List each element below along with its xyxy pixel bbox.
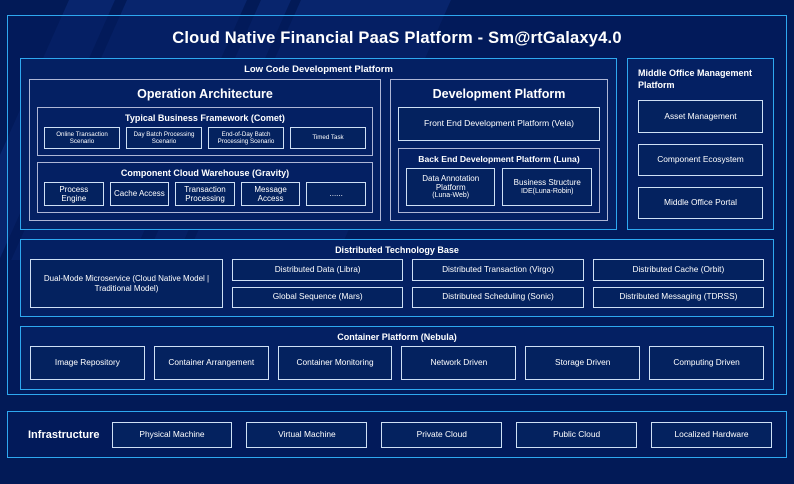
warehouse-item-message-access[interactable]: Message Access: [240, 181, 301, 206]
middle-office-item-middle-office-portal[interactable]: Middle Office Portal: [638, 186, 763, 219]
component-cloud-warehouse-title: Component Cloud Warehouse (Gravity): [120, 167, 290, 178]
low-code-development-platform: Low Code Development Platform Operation …: [20, 58, 617, 230]
development-platform-panel: Development Platform Front End Developme…: [389, 79, 608, 221]
distributed-technology-base-header: Distributed Technology Base: [335, 245, 459, 255]
distributed-item-distributed-transaction[interactable]: Distributed Transaction (Virgo): [412, 259, 584, 281]
distributed-technology-base-panel: Distributed Technology Base Dual-Mode Mi…: [20, 239, 774, 317]
back-end-item-data-annotation-platform[interactable]: Data Annotation Platform (Luna-Web): [405, 168, 496, 206]
container-platform-header: Container Platform (Nebula): [337, 332, 457, 342]
infrastructure-item-physical-machine[interactable]: Physical Machine: [111, 421, 233, 448]
dual-mode-microservice-item[interactable]: Dual-Mode Microservice (Cloud Native Mod…: [30, 259, 224, 308]
warehouse-item-more[interactable]: ......: [306, 181, 366, 206]
framework-item-timed-task[interactable]: Timed Task: [290, 127, 366, 149]
infrastructure-label: Infrastructure: [28, 428, 100, 441]
container-item-container-monitoring[interactable]: Container Monitoring: [277, 346, 393, 380]
middle-office-header: Middle Office Management Platform: [638, 68, 753, 91]
container-item-network-driven[interactable]: Network Driven: [401, 346, 517, 380]
infrastructure-item-public-cloud[interactable]: Public Cloud: [516, 421, 638, 448]
data-annotation-platform-sub: (Luna-Web): [432, 192, 470, 200]
framework-item-online-transaction[interactable]: Online Transaction Scenario: [44, 127, 120, 149]
middle-office-item-asset-management[interactable]: Asset Management: [638, 100, 763, 133]
distributed-item-global-sequence[interactable]: Global Sequence (Mars): [232, 286, 404, 308]
container-item-container-arrangement[interactable]: Container Arrangement: [153, 346, 269, 380]
infrastructure-item-localized-hardware[interactable]: Localized Hardware: [651, 421, 772, 448]
warehouse-item-transaction-processing[interactable]: Transaction Processing: [175, 181, 235, 206]
business-structure-sub: IDE(Luna-Robin): [520, 187, 574, 195]
infrastructure-item-private-cloud[interactable]: Private Cloud: [381, 421, 503, 448]
infrastructure-item-virtual-machine[interactable]: Virtual Machine: [246, 421, 368, 448]
container-item-storage-driven[interactable]: Storage Driven: [525, 346, 641, 380]
data-annotation-platform-name: Data Annotation Platform: [422, 173, 480, 192]
component-cloud-warehouse-group: Component Cloud Warehouse (Gravity) Proc…: [37, 161, 373, 213]
distributed-item-distributed-cache[interactable]: Distributed Cache (Orbit): [592, 259, 765, 281]
back-end-development-platform-title: Back End Development Platform (Luna): [418, 154, 580, 164]
infrastructure-frame: Infrastructure Physical Machine Virtual …: [7, 411, 787, 458]
framework-item-day-batch[interactable]: Day Batch Processing Scenario: [126, 127, 202, 149]
typical-business-framework-title: Typical Business Framework (Comet): [125, 113, 285, 123]
container-item-image-repository[interactable]: Image Repository: [30, 346, 145, 380]
distributed-item-distributed-data[interactable]: Distributed Data (Libra): [232, 259, 404, 281]
front-end-development-platform[interactable]: Front End Development Platform (Vela): [397, 107, 600, 141]
distributed-column-3: Distributed Cache (Orbit) Distributed Me…: [592, 259, 765, 308]
platform-main-frame: Cloud Native Financial PaaS Platform - S…: [7, 15, 787, 395]
development-platform-title: Development Platform: [432, 87, 566, 101]
distributed-item-distributed-messaging[interactable]: Distributed Messaging (TDRSS): [592, 286, 765, 308]
top-row: Low Code Development Platform Operation …: [8, 58, 786, 230]
distributed-item-distributed-scheduling[interactable]: Distributed Scheduling (Sonic): [412, 286, 584, 308]
distributed-column-2: Distributed Transaction (Virgo) Distribu…: [412, 259, 584, 308]
back-end-item-business-structure-ide[interactable]: Business Structure IDE(Luna-Robin): [502, 168, 592, 206]
typical-business-framework-group: Typical Business Framework (Comet) Onlin…: [37, 107, 373, 156]
low-code-header: Low Code Development Platform: [244, 64, 393, 75]
container-platform-panel: Container Platform (Nebula) Image Reposi…: [20, 326, 774, 390]
distributed-column-1: Distributed Data (Libra) Global Sequence…: [232, 259, 404, 308]
warehouse-item-cache-access[interactable]: Cache Access: [109, 181, 170, 206]
operation-architecture-title: Operation Architecture: [137, 87, 273, 101]
framework-item-end-of-day-batch[interactable]: End-of-Day Batch Processing Scenario: [208, 127, 284, 149]
page-title: Cloud Native Financial PaaS Platform - S…: [172, 29, 622, 47]
operation-architecture-panel: Operation Architecture Typical Business …: [29, 79, 381, 221]
container-item-computing-driven[interactable]: Computing Driven: [649, 346, 764, 380]
warehouse-item-process-engine[interactable]: Process Engine: [44, 181, 104, 206]
middle-office-management-platform: Middle Office Management Platform Asset …: [627, 58, 774, 230]
business-structure-name: Business Structure: [513, 178, 581, 188]
middle-office-item-component-ecosystem[interactable]: Component Ecosystem: [638, 143, 763, 176]
back-end-development-platform-group: Back End Development Platform (Luna) Dat…: [397, 148, 600, 213]
